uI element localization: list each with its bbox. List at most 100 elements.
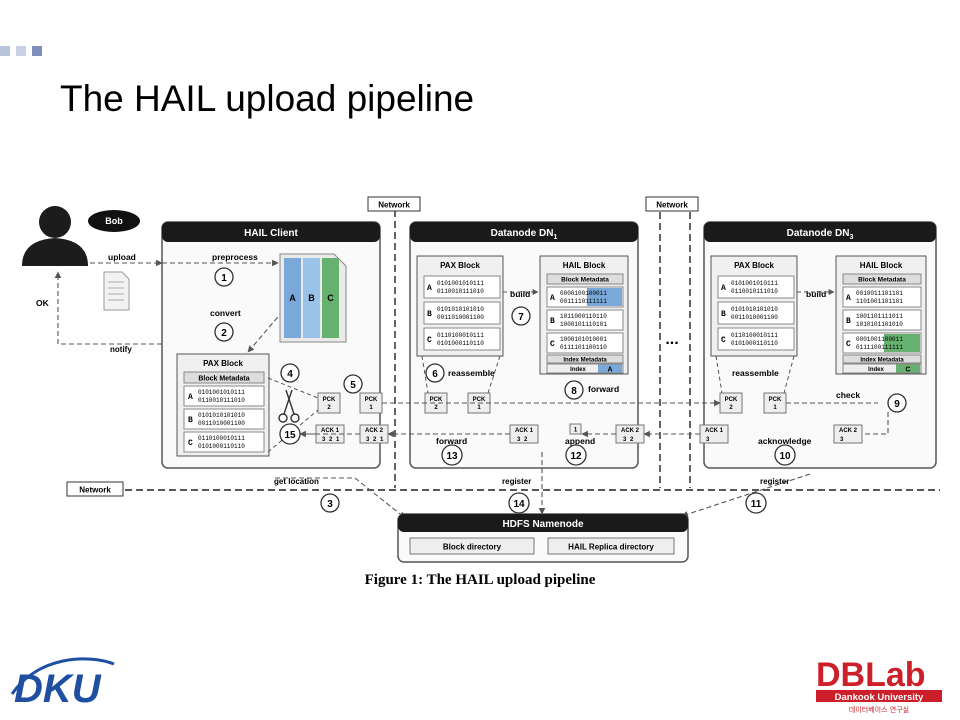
svg-text:0010011101101: 0010011101101 <box>856 290 903 297</box>
dn1-append-box: 1 <box>569 423 582 435</box>
svg-text:2: 2 <box>329 437 333 443</box>
svg-text:Datanode DN3: Datanode DN3 <box>787 228 854 241</box>
svg-text:1: 1 <box>369 405 373 411</box>
step-2: 2 <box>214 322 234 342</box>
svg-text:Index Metadata: Index Metadata <box>563 358 607 364</box>
svg-text:2: 2 <box>434 405 438 411</box>
svg-text:0101010101010: 0101010101010 <box>198 412 245 419</box>
svg-text:DBLab: DBLab <box>816 656 926 694</box>
svg-text:Index: Index <box>570 367 586 373</box>
dn3-label-build: build <box>806 289 826 299</box>
user-arrows <box>54 259 163 345</box>
svg-text:10: 10 <box>779 451 791 462</box>
svg-text:Network: Network <box>656 201 688 210</box>
svg-text:HAIL Block: HAIL Block <box>860 261 903 270</box>
dn3-lines <box>715 289 835 394</box>
svg-text:Block Metadata: Block Metadata <box>198 376 249 383</box>
corner-square-2 <box>16 46 26 56</box>
label-upload: upload <box>108 252 136 262</box>
step-6: 6 <box>425 363 445 383</box>
dn3-hail-block: HAIL Block Block Metadata A 001001110110… <box>835 255 927 375</box>
scissors-icon <box>278 389 300 423</box>
svg-text:C: C <box>427 336 432 345</box>
svg-text:B: B <box>427 310 432 319</box>
step-circles: 1 2 3 4 5 6 7 8 9 10 11 12 13 14 15 <box>214 267 907 514</box>
dn1-label-forward-right: forward <box>588 384 619 394</box>
svg-text:0110100010111: 0110100010111 <box>198 435 245 442</box>
svg-text:8: 8 <box>571 386 577 397</box>
step-4: 4 <box>280 363 300 383</box>
step-11: 11 <box>745 492 767 514</box>
svg-text:ACK 1: ACK 1 <box>705 428 724 434</box>
svg-text:0101010101010: 0101010101010 <box>437 306 484 313</box>
svg-text:0110010111010: 0110010111010 <box>437 288 484 295</box>
svg-text:C: C <box>327 293 334 303</box>
svg-text:C: C <box>721 336 726 345</box>
svg-text:Block Metadata: Block Metadata <box>858 277 906 284</box>
svg-text:C: C <box>846 340 851 349</box>
svg-text:Dankook University: Dankook University <box>835 692 924 703</box>
user-name-badge: Bob <box>88 210 140 232</box>
svg-text:HDFS Namenode: HDFS Namenode <box>502 519 584 530</box>
dn3-label-check: check <box>836 390 860 400</box>
svg-text:B: B <box>721 310 726 319</box>
dn3-acks: ACK 1 3 ACK 2 3 <box>699 424 863 444</box>
dn3-label-acknowledge: acknowledge <box>758 436 812 446</box>
label-convert: convert <box>210 308 241 318</box>
user-avatar <box>22 206 88 266</box>
dku-logo: DKU <box>10 657 115 710</box>
svg-text:0011010001100: 0011010001100 <box>731 314 778 321</box>
svg-text:2: 2 <box>729 405 733 411</box>
dn1-label-append: append <box>565 436 595 446</box>
svg-text:B: B <box>550 317 555 326</box>
svg-text:3: 3 <box>840 437 844 443</box>
svg-text:1010101101010: 1010101101010 <box>856 321 903 328</box>
svg-text:ACK 1: ACK 1 <box>515 428 534 434</box>
step-5: 5 <box>343 374 363 394</box>
svg-text:Block Metadata: Block Metadata <box>561 277 609 284</box>
pipeline-arrows <box>275 399 889 519</box>
step-12: 12 <box>565 444 587 466</box>
svg-text:1: 1 <box>221 273 227 284</box>
svg-text:1: 1 <box>574 428 578 434</box>
svg-text:0011010001100: 0011010001100 <box>437 314 484 321</box>
svg-text:1101001101101: 1101001101101 <box>856 298 903 305</box>
network-lines <box>125 210 940 491</box>
label-get-location: get location <box>274 477 319 486</box>
dn3-pax-block: PAX Block A 0101001010111 0110010111010 … <box>710 255 798 357</box>
step-8: 8 <box>564 380 584 400</box>
svg-text:1: 1 <box>380 437 384 443</box>
svg-text:1000101110101: 1000101110101 <box>560 321 607 328</box>
svg-text:PCK: PCK <box>365 397 378 403</box>
svg-text:1: 1 <box>773 405 777 411</box>
ellipsis: ... <box>665 331 678 348</box>
corner-square-3 <box>32 46 42 56</box>
svg-text:0000100100011: 0000100100011 <box>560 290 607 297</box>
svg-text:PCK: PCK <box>323 397 336 403</box>
label-register-mid: register <box>502 477 531 486</box>
svg-text:4: 4 <box>287 369 293 380</box>
svg-text:HAIL Replica directory: HAIL Replica directory <box>568 543 654 552</box>
svg-text:A: A <box>846 294 851 303</box>
svg-text:Index Metadata: Index Metadata <box>860 358 904 364</box>
svg-text:A: A <box>607 367 612 374</box>
dn1-hail-block: HAIL Block Block Metadata A 000010010001… <box>539 255 629 375</box>
svg-text:9: 9 <box>894 399 900 410</box>
svg-text:0001001100011: 0001001100011 <box>856 336 903 343</box>
svg-text:0101000110110: 0101000110110 <box>437 340 484 347</box>
svg-text:ACK 2: ACK 2 <box>839 428 858 434</box>
step-1: 1 <box>214 267 234 287</box>
step-3: 3 <box>320 493 340 513</box>
svg-text:DKU: DKU <box>14 667 102 710</box>
step-14: 14 <box>508 492 530 514</box>
label-register-right: register <box>760 477 789 486</box>
svg-text:0110100010111: 0110100010111 <box>437 332 484 339</box>
svg-text:2: 2 <box>630 437 634 443</box>
svg-text:0101000110110: 0101000110110 <box>731 340 778 347</box>
dn1-label-build: build <box>510 289 530 299</box>
svg-text:0110100010111: 0110100010111 <box>731 332 778 339</box>
svg-text:A: A <box>550 294 555 303</box>
svg-text:B: B <box>308 293 315 303</box>
svg-text:15: 15 <box>284 430 296 441</box>
svg-text:C: C <box>905 367 910 374</box>
